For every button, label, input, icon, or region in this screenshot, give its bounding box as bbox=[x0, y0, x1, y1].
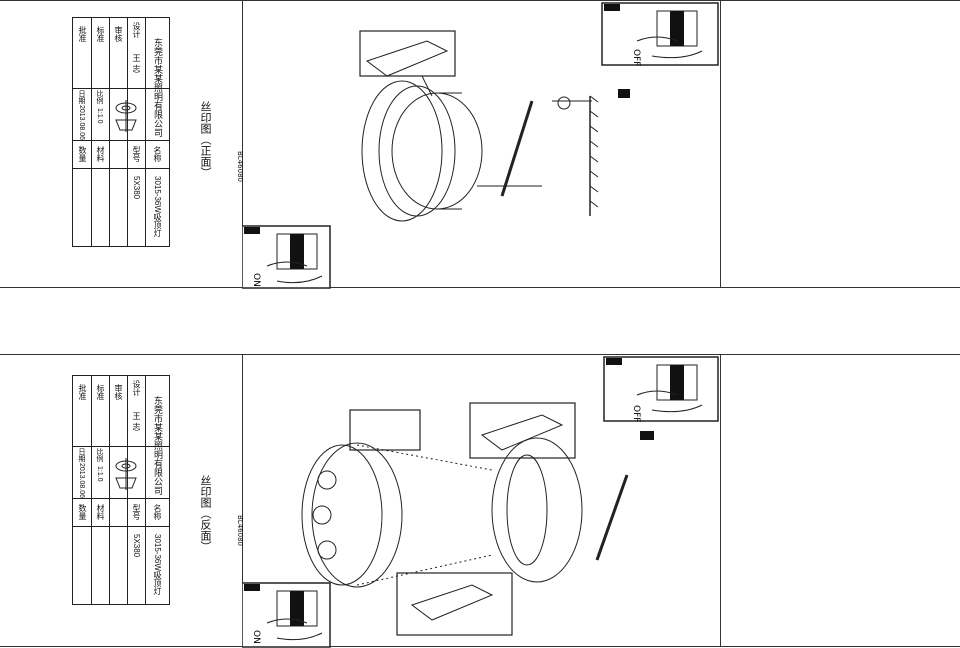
scale: 1:1.0 bbox=[96, 108, 103, 124]
sheet-title: 丝印图（正面） bbox=[199, 101, 212, 178]
divider bbox=[242, 355, 243, 646]
model: 5X380 bbox=[132, 534, 141, 558]
label-check: 审核 bbox=[114, 384, 123, 400]
switch-on-label: ON bbox=[251, 630, 261, 644]
assembly-drawing: OFF ON bbox=[242, 356, 719, 648]
label-material: 材料 bbox=[96, 146, 105, 162]
divider bbox=[720, 1, 721, 287]
label-standard: 标准 bbox=[96, 384, 105, 400]
author: 王 志 bbox=[132, 412, 141, 431]
divider bbox=[242, 1, 243, 287]
model: 5X380 bbox=[132, 176, 141, 200]
divider bbox=[720, 355, 721, 646]
author: 王 志 bbox=[132, 54, 141, 73]
title-block: 批准 标准 审核 设计 王 志 东莞市某某照明有限公司 日期 2013.08.0… bbox=[72, 375, 170, 605]
product-name: 3015-36W吸顶灯 bbox=[153, 176, 162, 237]
date: 2013.08.06 bbox=[78, 105, 85, 141]
drawing-code: BL46080 bbox=[236, 515, 244, 546]
label-scale: 比例 bbox=[96, 448, 103, 462]
scale: 1:1.0 bbox=[96, 466, 103, 482]
label-qty: 数量 bbox=[78, 146, 87, 162]
label-model: 型号 bbox=[132, 504, 141, 520]
switch-on-label: ON bbox=[251, 273, 261, 287]
label-standard: 标准 bbox=[96, 26, 105, 42]
company-name: 东莞市某某照明有限公司 bbox=[153, 396, 163, 495]
label-material: 材料 bbox=[96, 504, 105, 520]
label-name: 名称 bbox=[153, 504, 162, 520]
label-approve: 批准 bbox=[78, 26, 87, 42]
switch-off-inset: OFF bbox=[603, 356, 719, 422]
sheet-title: 丝印图（反面） bbox=[199, 475, 212, 552]
drawing-sheet-front: 批准 标准 审核 设计 王 志 东莞市某某照明有限公司 日期 2013.08.0… bbox=[0, 0, 960, 289]
label-model: 型号 bbox=[132, 146, 141, 162]
label-design: 设计 bbox=[132, 380, 141, 396]
label-check: 审核 bbox=[114, 26, 123, 42]
drawing-code: BL46080 bbox=[236, 151, 244, 182]
marker-b bbox=[618, 89, 630, 98]
label-approve: 批准 bbox=[78, 384, 87, 400]
switch-on-inset: ON bbox=[242, 582, 331, 648]
switch-off-inset: OFF bbox=[601, 2, 719, 66]
label-date: 日期 bbox=[78, 90, 85, 104]
label-design: 设计 bbox=[132, 22, 141, 38]
assembly-drawing: OFF ON bbox=[242, 2, 719, 289]
product-name: 3015-36W吸顶灯 bbox=[153, 534, 162, 595]
projection-symbol bbox=[115, 458, 137, 490]
label-qty: 数量 bbox=[78, 504, 87, 520]
switch-on-inset: ON bbox=[242, 225, 331, 289]
drawing-sheet-back: 批准 标准 审核 设计 王 志 东莞市某某照明有限公司 日期 2013.08.0… bbox=[0, 354, 960, 648]
label-name: 名称 bbox=[153, 146, 162, 162]
switch-off-label: OFF bbox=[631, 49, 641, 66]
label-date: 日期 bbox=[78, 448, 85, 462]
company-name: 东莞市某某照明有限公司 bbox=[153, 38, 163, 137]
projection-symbol bbox=[115, 100, 137, 132]
title-block: 批准 标准 审核 设计 王 志 东莞市某某照明有限公司 日期 2013.08.0… bbox=[72, 17, 170, 247]
date: 2013.08.06 bbox=[78, 463, 85, 499]
switch-off-label: OFF bbox=[631, 405, 641, 422]
label-scale: 比例 bbox=[96, 90, 103, 104]
marker-b bbox=[640, 431, 654, 440]
